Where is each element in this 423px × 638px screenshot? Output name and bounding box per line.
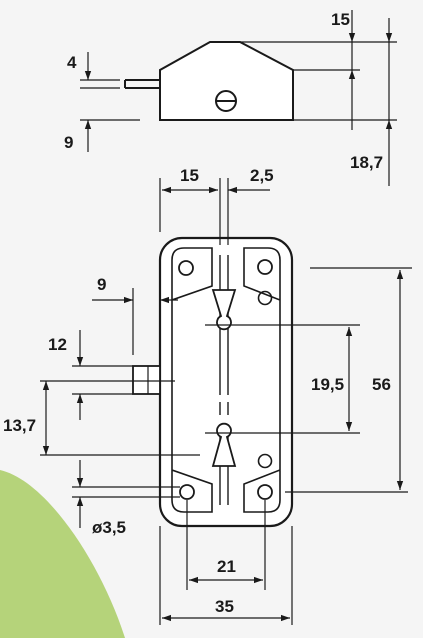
mount-hole-icon (178, 260, 194, 276)
dim-label-total-height: 18,7 (350, 153, 383, 172)
dim-label-width: 35 (215, 597, 234, 616)
green-blob-decoration (0, 470, 125, 638)
lock-body-outer (158, 236, 294, 528)
dim-label-bottom-offset: 9 (64, 133, 73, 152)
mount-hole-icon (257, 453, 273, 469)
lock-body-inner (171, 247, 213, 513)
dim-label-hole-spacing: 21 (217, 557, 236, 576)
dim-label-slot-width: 2,5 (250, 166, 274, 185)
dim-label-slot-offset: 15 (180, 166, 199, 185)
side-latch-pin (132, 365, 161, 395)
keyhole-icon (211, 289, 237, 331)
front-view (40, 178, 412, 625)
dim-label-height: 56 (372, 375, 391, 394)
mount-hole-icon (257, 484, 273, 500)
dim-label-pin-inset: 9 (97, 275, 106, 294)
side-view (80, 10, 397, 186)
dim-label-pin-top: 12 (48, 335, 67, 354)
dim-label-pin-span: 13,7 (3, 416, 36, 435)
mount-hole-icon (257, 259, 273, 275)
dim-label-pin-offset: 4 (67, 53, 77, 72)
dim-label-keyhole-spacing: 19,5 (311, 375, 344, 394)
mount-hole-icon (179, 484, 195, 500)
mount-hole-icon (257, 290, 273, 306)
dim-label-top-height: 15 (331, 10, 350, 29)
dim-label-hole-diameter: ø3,5 (92, 518, 126, 537)
